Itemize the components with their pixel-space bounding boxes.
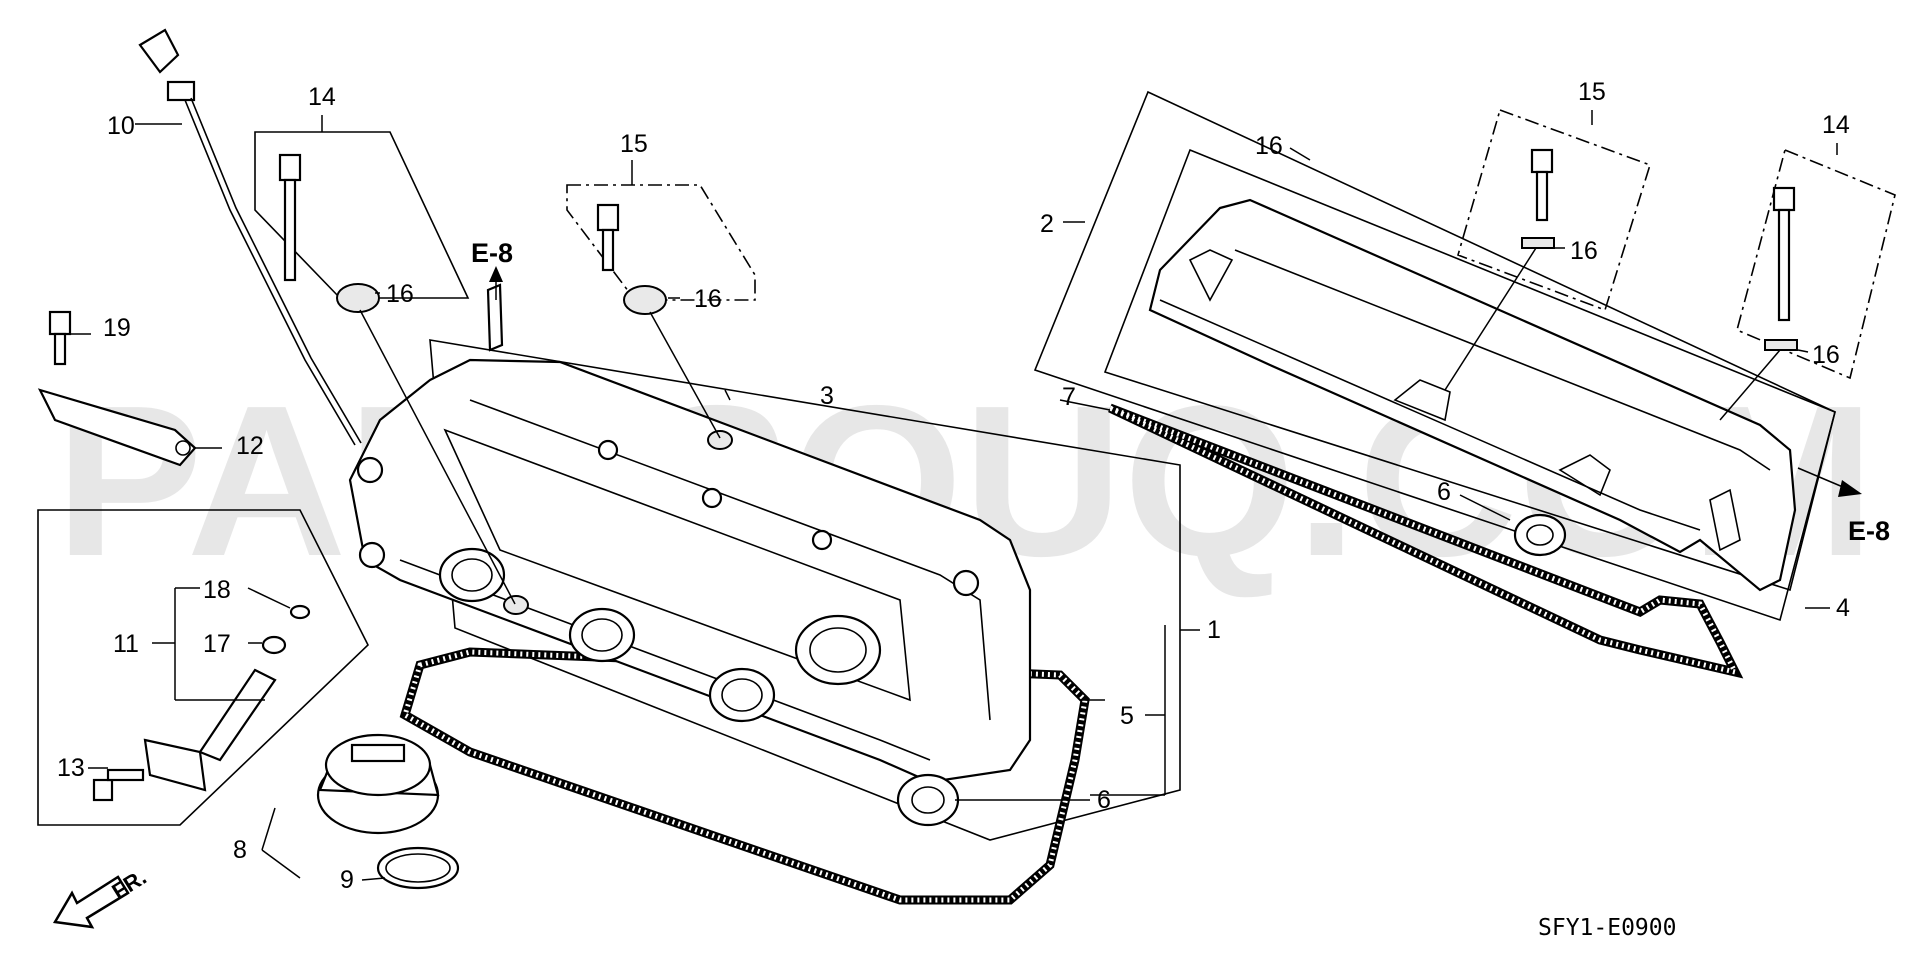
callout-16-right-upper: 16: [1570, 237, 1598, 265]
spark-plug-tube-2: [568, 607, 636, 663]
callout-17: 17: [203, 630, 231, 658]
reference-label-e8-top: E-8: [471, 238, 513, 268]
callout-1: 1: [1207, 616, 1221, 644]
bolt-15-right: [1521, 148, 1555, 249]
o-ring-17: [261, 635, 287, 655]
callout-10: 10: [107, 112, 135, 140]
front-direction-indicator: FR.: [52, 864, 151, 929]
grommet-15-center: [623, 285, 667, 315]
callout-6-rear: 6: [1437, 478, 1451, 506]
callout-9: 9: [340, 866, 354, 894]
bolt-group-14-left: [254, 131, 516, 605]
bolt-13: [92, 768, 145, 802]
callout-16-center: 16: [694, 285, 722, 313]
bolt-group-box-14-right: [1736, 148, 1896, 380]
reference-arrow-e8-right: [1797, 467, 1862, 497]
pcv-valve: [198, 668, 277, 762]
callout-16-right-lower: 16: [1812, 341, 1840, 369]
oil-filler-cap-o-ring: [376, 846, 460, 890]
front-arrow-icon: [52, 875, 130, 929]
reference-arrow-e8-top: [489, 266, 503, 300]
front-head-cover-assembly: [348, 283, 1181, 905]
spark-plug-tube-1: [438, 547, 506, 603]
rear-plug-seal: [1513, 513, 1567, 557]
callout-16-left: 16: [386, 280, 414, 308]
bolt-group-15-center: [566, 184, 756, 439]
callout-7: 7: [1062, 383, 1076, 411]
o-ring-18: [289, 604, 311, 620]
reference-label-e8-right: E-8: [1848, 516, 1890, 546]
callout-6-front: 6: [1097, 786, 1111, 814]
callout-12: 12: [236, 432, 264, 460]
callout-2: 2: [1040, 210, 1054, 238]
callout-13: 13: [57, 754, 85, 782]
group-box-inner: [1103, 148, 1836, 592]
bolt-14-right: [1764, 186, 1798, 351]
oil-dipstick: [138, 28, 362, 446]
spark-plug-tube-3: [708, 667, 776, 723]
callout-11: 11: [113, 630, 139, 658]
callout-14-right: 14: [1822, 111, 1850, 139]
callout-15-center: 15: [620, 130, 648, 158]
callout-18: 18: [203, 576, 231, 604]
pipe-bracket: [37, 388, 197, 467]
oil-filler-cap: [316, 733, 460, 890]
bolt-group-box-15-right: [1457, 108, 1651, 312]
pcv-valve-group: [37, 509, 369, 826]
callout-3: 3: [820, 382, 834, 410]
bolt-19: [48, 310, 72, 366]
callout-4: 4: [1836, 594, 1850, 622]
leader-lines: [58, 110, 1838, 881]
callout-16-top: 16: [1255, 132, 1283, 160]
rear-head-cover-assembly: [1033, 90, 1896, 679]
oil-filler-neck: [794, 614, 882, 686]
diagram-code: SFY1-E0900: [1538, 915, 1676, 941]
callout-8: 8: [233, 836, 247, 864]
callout-5: 5: [1120, 702, 1134, 730]
breather-port: [486, 283, 504, 352]
callout-19: 19: [103, 314, 131, 342]
front-plug-seal: [896, 773, 960, 827]
rear-head-cover-gasket: [1108, 403, 1744, 679]
rear-head-cover: [1148, 198, 1797, 592]
grommet-14-left: [336, 283, 380, 313]
callout-14-left: 14: [308, 83, 336, 111]
callout-15-right: 15: [1578, 78, 1606, 106]
